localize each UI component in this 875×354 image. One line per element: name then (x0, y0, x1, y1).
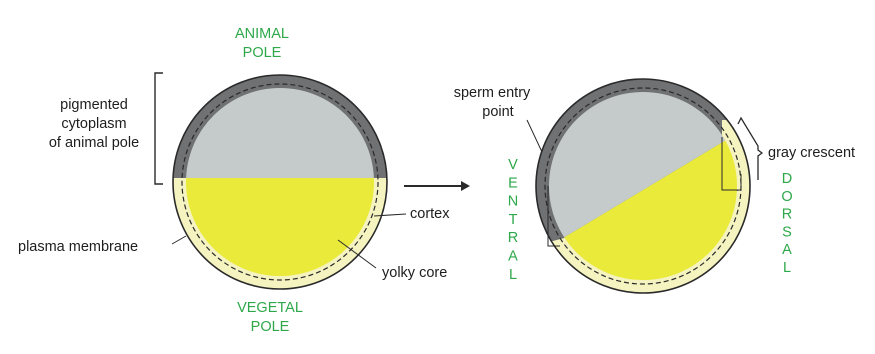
gray-cytoplasm (170, 80, 390, 178)
dorsal-letter: D (782, 171, 792, 187)
ventral-letter: V (508, 157, 518, 173)
dorsal-letter: R (782, 207, 792, 223)
ventral-letter: T (509, 212, 518, 228)
ventral-letter: A (508, 249, 518, 265)
gray-crescent-label: gray crescent (768, 145, 855, 161)
dorsal-letter: L (783, 260, 791, 276)
ventral-letter: E (508, 175, 518, 191)
animal-pole-label-1: ANIMAL (235, 26, 289, 42)
dorsal-letter: A (782, 242, 792, 258)
transition-arrowhead (461, 181, 470, 191)
pigment-bracket (155, 73, 163, 184)
sperm-entry-label-2: point (482, 104, 513, 120)
vegetal-pole-label-2: POLE (251, 319, 290, 335)
ventral-letter: N (508, 194, 518, 210)
yolky-core-label: yolky core (382, 265, 447, 281)
dorsal-letter: S (782, 224, 792, 240)
pigmented-label-3: of animal pole (49, 135, 139, 151)
animal-pole-label-2: POLE (243, 45, 282, 61)
pigmented-label-2: cytoplasm (61, 116, 126, 132)
sperm-entry-label-1: sperm entry (454, 85, 531, 101)
ventral-letter: L (509, 267, 517, 283)
fertilized-egg (520, 70, 770, 310)
cortex-label: cortex (410, 206, 450, 222)
dorsal-letter: O (781, 189, 792, 205)
sperm-entry-leader (527, 120, 542, 152)
plasma-membrane-label: plasma membrane (18, 239, 138, 255)
vegetal-pole-label-1: VEGETAL (237, 300, 303, 316)
pigmented-label-1: pigmented (60, 97, 128, 113)
plasma-membrane-leader (172, 236, 186, 244)
ventral-letter: R (508, 230, 518, 246)
unfertilized-egg (150, 60, 410, 308)
